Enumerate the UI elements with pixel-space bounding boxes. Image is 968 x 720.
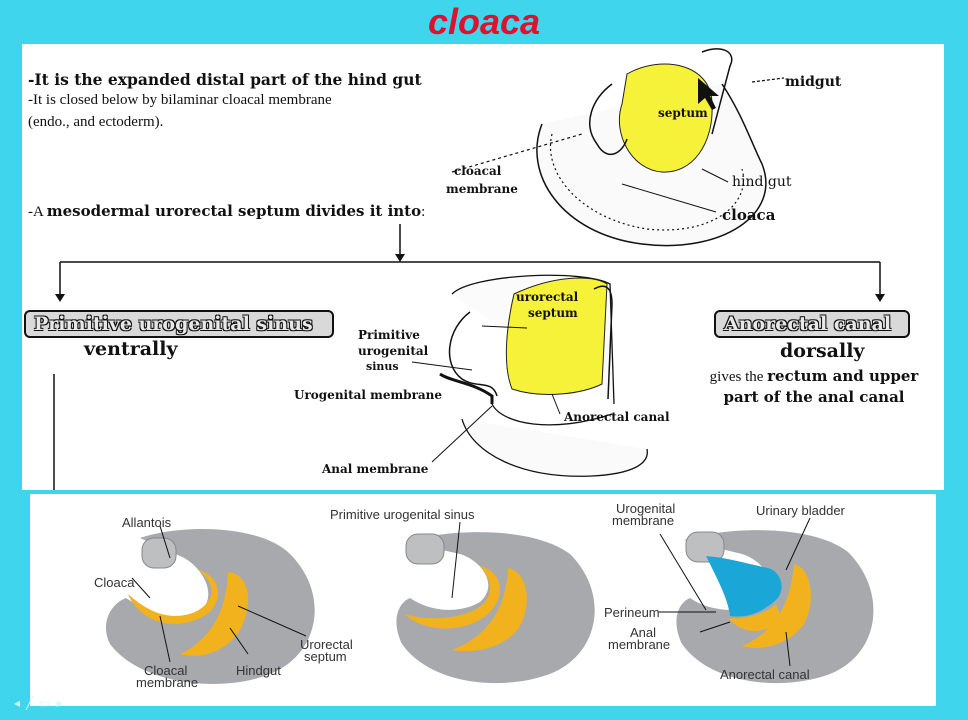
slide-title: cloaca <box>427 1 541 42</box>
label-urinary-bladder: Urinary bladder <box>756 503 845 518</box>
label-urorectal: urorectal <box>516 290 579 304</box>
label-primitive-urogenital-sinus: Primitive urogenital sinus <box>330 507 475 522</box>
middle-embryo-figure <box>411 274 648 477</box>
anorectal-description: gives the rectum and upper part of the a… <box>694 366 934 408</box>
label-anal-membrane-mid: Anal membrane <box>322 462 429 476</box>
label-urogenital-membrane: Urogenital membrane <box>294 388 443 402</box>
label-septum-top: septum <box>658 106 708 120</box>
stage-3-figure <box>658 517 874 684</box>
label-urogenital: urogenital <box>358 344 429 358</box>
label-anorectal-canal-bottom: Anorectal canal <box>720 667 810 682</box>
label-cloacal-membrane-2: membrane <box>136 675 199 690</box>
label-sinus: sinus <box>366 360 399 373</box>
bullet-closed-below-cont: (endo., and ectoderm). <box>28 114 164 130</box>
label-urorectal-2: septum <box>304 649 347 664</box>
label-midgut: midgut <box>785 74 842 90</box>
box-anorectal-canal: Anorectal canal <box>714 310 910 338</box>
bullet3-suffix: : <box>421 204 426 220</box>
bullet3-prefix: -A <box>28 204 43 220</box>
upper-panel: -It is the expanded distal part of the h… <box>22 44 944 490</box>
label-ventrally: ventrally <box>84 338 178 360</box>
stage-2-figure <box>396 521 595 684</box>
next-slide-icon[interactable]: ▸ <box>56 696 69 710</box>
label-membrane: membrane <box>446 182 518 196</box>
label-urogenital-membrane-2: membrane <box>612 513 675 528</box>
slide-nav-controls[interactable]: ◂╱▭▸ <box>14 696 69 710</box>
three-stage-diagram <box>105 517 874 684</box>
bullet-closed-below: -It is closed below by bilaminar cloacal… <box>28 92 332 108</box>
label-anorectal-canal-mid: Anorectal canal <box>564 410 670 424</box>
label-dorsally: dorsally <box>780 340 865 362</box>
label-primitive: Primitive <box>358 328 420 342</box>
menu-icon[interactable]: ▭ <box>39 696 57 710</box>
label-urorectal-1: Urorectal <box>300 637 353 652</box>
desc-bold2: part of the anal canal <box>723 388 905 406</box>
bullet-expanded-distal: -It is the expanded distal part of the h… <box>28 70 422 89</box>
branch-connector <box>53 48 885 490</box>
label-cloaca-top: cloaca <box>722 206 776 224</box>
prev-slide-icon[interactable]: ◂ <box>14 696 27 710</box>
pen-icon[interactable]: ╱ <box>26 696 40 710</box>
box-primitive-urogenital-sinus: Primitive urogenital sinus <box>24 310 334 338</box>
label-urogenital-membrane-1: Urogenital <box>616 501 676 516</box>
label-septum-mid: septum <box>528 306 578 320</box>
label-cloaca-bottom: Cloaca <box>94 575 135 590</box>
desc-prefix: gives the <box>709 369 764 385</box>
lower-panel: Allantois Cloaca Cloacal membrane Hindgu… <box>30 494 936 706</box>
bullet3-bold: mesodermal urorectal septum divides it i… <box>46 202 422 220</box>
label-anal-membrane-1: Anal <box>630 625 657 640</box>
top-embryo-figure <box>451 48 785 247</box>
label-anal-membrane-2: membrane <box>608 637 671 652</box>
stage-1-figure <box>105 525 315 684</box>
label-hindgut: Hindgut <box>236 663 281 678</box>
label-cloacal-membrane-1: Cloacal <box>144 663 188 678</box>
desc-bold1: rectum and upper <box>767 367 919 385</box>
label-cloacal: cloacal <box>454 164 502 178</box>
label-perineum: Perineum <box>604 605 660 620</box>
bullet-septum-divides: -A mesodermal urorectal septum divides i… <box>28 202 425 221</box>
label-hind-gut: hind gut <box>732 174 792 190</box>
label-allantois: Allantois <box>122 515 172 530</box>
